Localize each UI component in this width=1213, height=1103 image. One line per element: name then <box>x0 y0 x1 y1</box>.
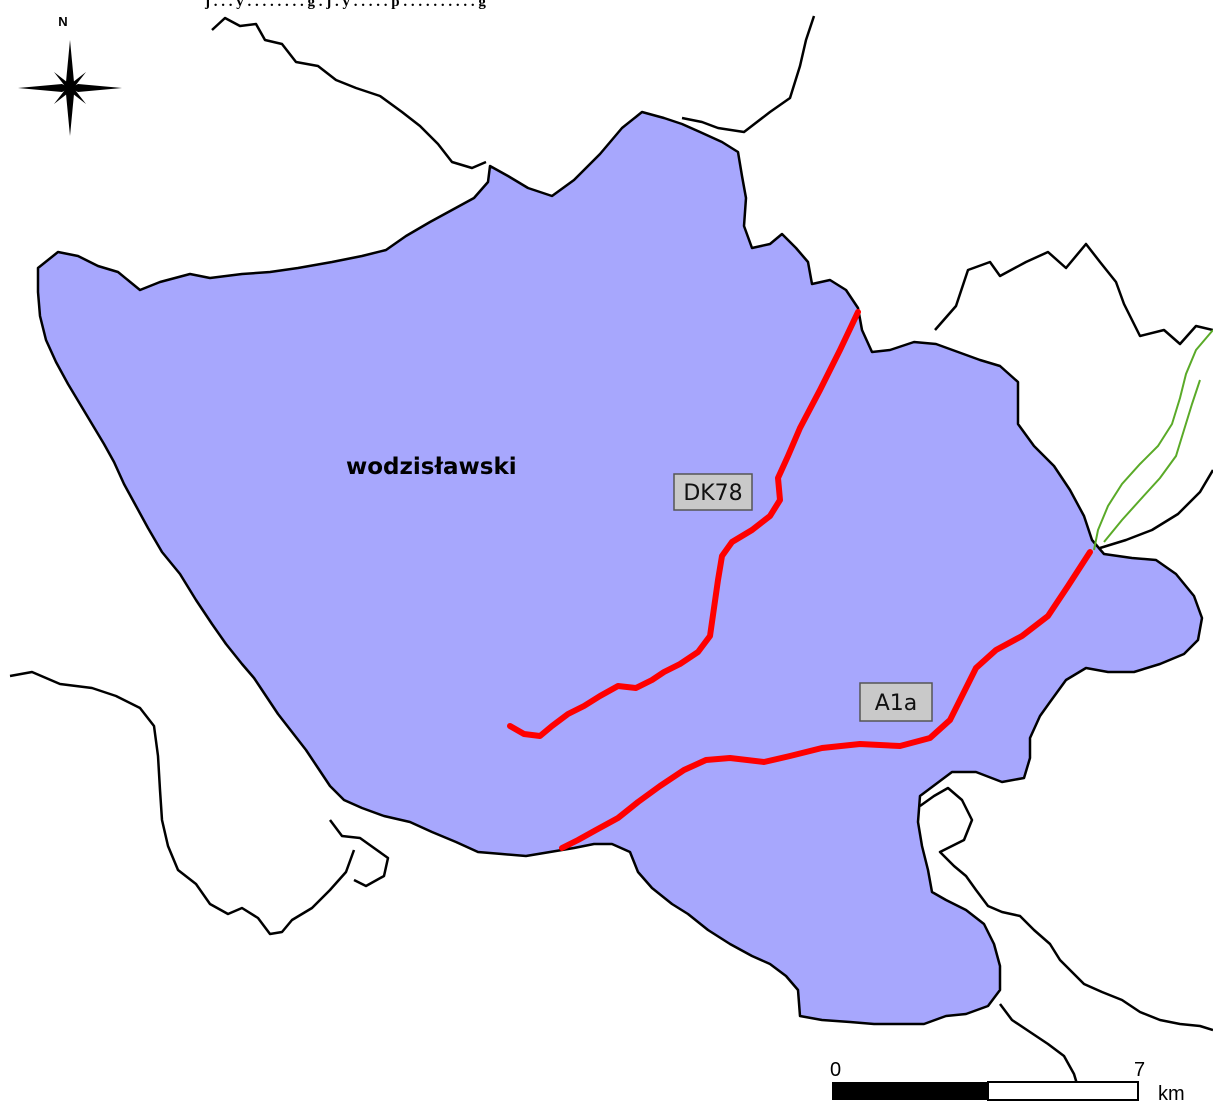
border-north <box>211 16 487 170</box>
border-south-west-inner <box>329 819 390 888</box>
label-dk78-text: DK78 <box>683 481 742 506</box>
north-arrow-diag-se <box>68 86 86 104</box>
label-a1a-text: A1a <box>875 691 918 716</box>
north-arrow-point-w <box>18 84 70 92</box>
scale-bar-empty <box>987 1081 1139 1101</box>
north-arrow-diag-nw <box>54 72 72 90</box>
scale-bar-unit: km <box>1158 1083 1185 1103</box>
north-arrow-point-e <box>70 84 122 92</box>
border-north-east <box>681 15 816 134</box>
north-arrow-diag-ne <box>68 72 86 90</box>
scale-bar-end: 7 <box>1134 1059 1145 1081</box>
border-south-east-2 <box>999 1003 1082 1095</box>
road-dk78 <box>507 309 861 739</box>
scale-bar-start: 0 <box>830 1059 841 1081</box>
border-east <box>934 242 1213 346</box>
label-a1a: A1a <box>859 682 933 722</box>
label-dk78-box <box>673 473 753 511</box>
river-branch <box>1103 379 1201 543</box>
neighbour-borders <box>9 15 1213 1095</box>
river <box>1093 329 1213 551</box>
label-a1a-box <box>859 682 933 722</box>
county-wodzislawski <box>36 110 1204 1026</box>
border-east-lower <box>1099 469 1213 550</box>
map-caption: j . . . y . . . . . . . . g . j . y . . … <box>204 0 486 10</box>
north-arrow-point-s <box>66 88 74 136</box>
north-letter: N <box>58 14 67 29</box>
label-dk78: DK78 <box>673 473 753 511</box>
scale-bar-filled <box>832 1082 988 1100</box>
north-arrow-icon: N <box>18 14 122 136</box>
border-south-east <box>919 786 1213 1032</box>
region-label: wodzisławski <box>346 454 517 480</box>
scale-bar: 0 7 km <box>830 1059 1185 1103</box>
road-a1a <box>559 549 1093 851</box>
border-south-west <box>9 670 356 936</box>
north-arrow-diag-sw <box>54 86 72 104</box>
north-arrow-point-n <box>66 40 74 88</box>
